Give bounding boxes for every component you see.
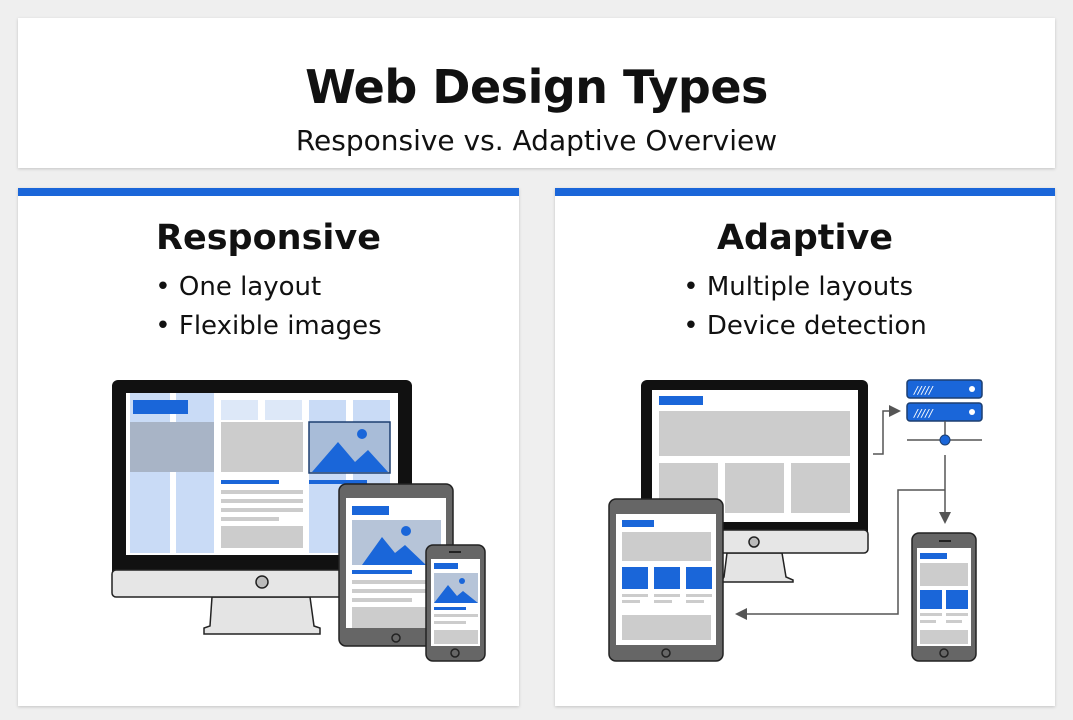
adaptive-bullets: Multiple layouts Device detection [683, 268, 927, 346]
responsive-panel: Responsive One layout Flexible images [18, 188, 519, 706]
bullet-item: Multiple layouts [683, 268, 927, 307]
adaptive-panel: Adaptive Multiple layouts Device detecti… [555, 188, 1055, 706]
responsive-title: Responsive [156, 218, 381, 258]
adaptive-title: Adaptive [716, 218, 894, 258]
header-card: Web Design Types Responsive vs. Adaptive… [18, 18, 1055, 168]
bullet-item: Flexible images [155, 307, 382, 346]
bullet-item: One layout [155, 268, 381, 307]
bullet-item: Device detection [683, 307, 927, 346]
responsive-bullets: One layout Flexible images [155, 268, 382, 346]
page-subtitle: Responsive vs. Adaptive Overview [295, 124, 778, 157]
page-title: Web Design Types [305, 60, 768, 114]
